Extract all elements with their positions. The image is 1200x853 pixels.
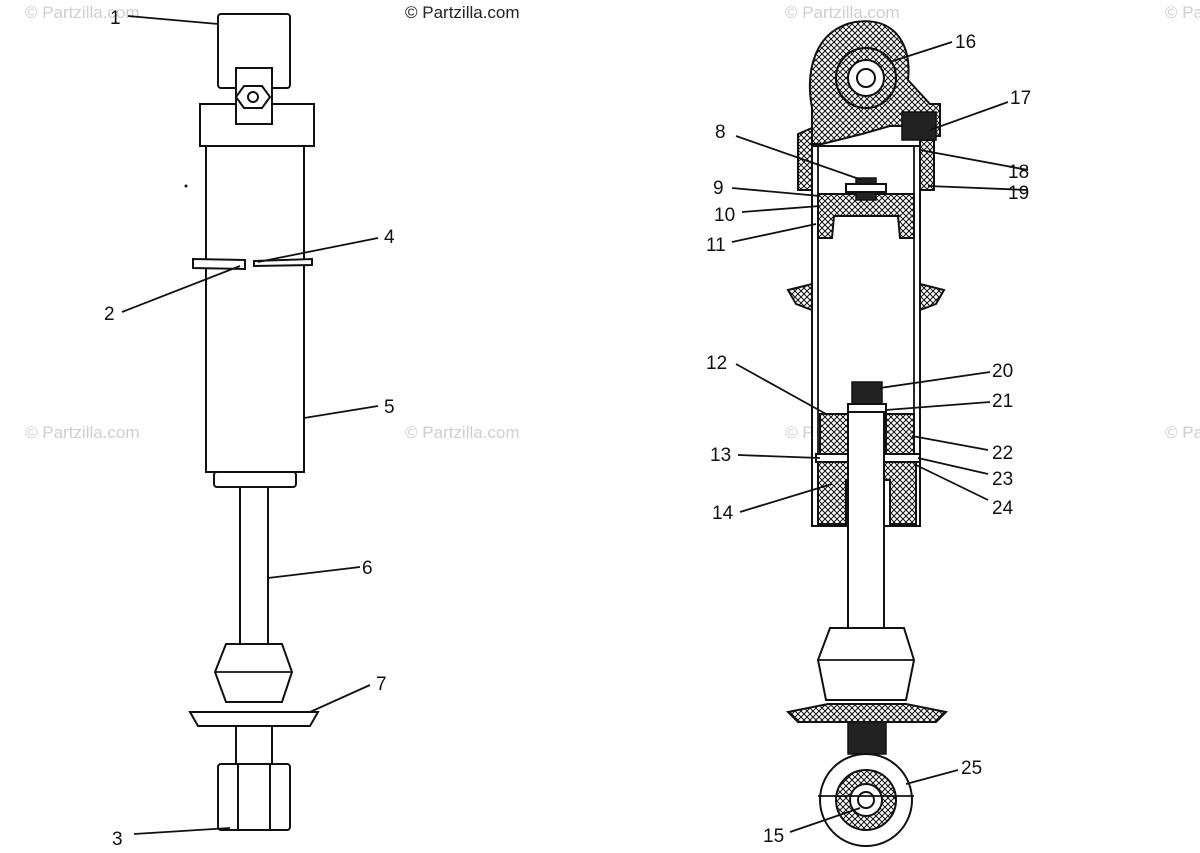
valve-retainer bbox=[845, 183, 887, 193]
callout-11: 11 bbox=[706, 235, 726, 256]
leader-line bbox=[133, 827, 231, 835]
callout-9: 9 bbox=[713, 178, 724, 199]
leader-line bbox=[735, 135, 863, 181]
cap-flange-right bbox=[919, 139, 935, 191]
leader-line bbox=[735, 363, 827, 415]
shock-body bbox=[205, 145, 305, 473]
leader-line bbox=[737, 454, 821, 459]
floating-piston bbox=[817, 193, 915, 239]
leader-line bbox=[911, 435, 989, 451]
left-callouts: 1 2 3 4 5 6 7 bbox=[104, 8, 395, 850]
callout-7: 7 bbox=[376, 674, 387, 695]
callout-24: 24 bbox=[992, 498, 1014, 519]
callout-4: 4 bbox=[384, 227, 395, 248]
callout-14: 14 bbox=[712, 503, 734, 524]
callout-15: 15 bbox=[763, 826, 784, 847]
lower-stem bbox=[235, 725, 273, 765]
callout-20: 20 bbox=[992, 361, 1013, 382]
left-leader-lines bbox=[121, 15, 379, 835]
watermark: © Partzilla.com bbox=[25, 3, 140, 22]
piston-nut bbox=[851, 381, 883, 405]
watermark: © Partzilla.com bbox=[785, 3, 900, 22]
leader-line bbox=[731, 187, 821, 197]
bottom-eye-bushing bbox=[237, 763, 271, 831]
spring-seat-lug-left bbox=[786, 282, 813, 312]
callout-12: 12 bbox=[706, 353, 727, 374]
callout-8: 8 bbox=[715, 122, 726, 143]
leader-line bbox=[879, 371, 991, 389]
spring-seat-lug-right bbox=[919, 282, 946, 312]
leader-line bbox=[789, 807, 861, 833]
lower-spring-seat-section bbox=[785, 703, 949, 723]
callout-17: 17 bbox=[1010, 88, 1031, 109]
top-bearing-bore bbox=[856, 68, 876, 88]
leader-line bbox=[121, 265, 241, 313]
watermark: © Partzilla.com bbox=[405, 3, 520, 22]
callout-16: 16 bbox=[955, 32, 976, 53]
shock-cross-section-view bbox=[785, 20, 949, 847]
spring-collar bbox=[192, 257, 246, 271]
leader-line bbox=[889, 41, 953, 63]
watermark: © Partzilla.com bbox=[1165, 423, 1200, 442]
leader-line bbox=[731, 223, 817, 243]
stray-mark bbox=[184, 184, 188, 188]
callout-23: 23 bbox=[992, 469, 1013, 490]
leader-line bbox=[927, 185, 1029, 191]
callout-22: 22 bbox=[992, 443, 1013, 464]
watermark: © Partzilla.com bbox=[25, 423, 140, 442]
lower-spring-seat bbox=[188, 711, 320, 727]
leader-line bbox=[309, 684, 371, 713]
watermark-layer: © Partzilla.com © Partzilla.com © Partzi… bbox=[25, 3, 1200, 442]
shock-exterior-view bbox=[188, 13, 320, 831]
lower-bumper bbox=[816, 627, 916, 701]
leader-line bbox=[885, 401, 991, 411]
piston-rod bbox=[239, 486, 269, 646]
lower-stem-thread bbox=[847, 721, 887, 755]
bump-stop bbox=[213, 643, 294, 703]
callout-19: 19 bbox=[1008, 183, 1029, 204]
seal-head bbox=[817, 461, 917, 525]
piston-shaft bbox=[847, 411, 885, 633]
callout-6: 6 bbox=[362, 558, 373, 579]
watermark: © Partzilla.com bbox=[1165, 3, 1200, 22]
leader-line bbox=[929, 101, 1009, 131]
callout-2: 2 bbox=[104, 304, 115, 325]
callout-1: 1 bbox=[110, 8, 121, 29]
callout-13: 13 bbox=[710, 445, 731, 466]
leader-line bbox=[741, 205, 821, 213]
leader-line bbox=[917, 457, 989, 475]
top-nut-hole bbox=[247, 91, 259, 103]
callout-21: 21 bbox=[992, 391, 1013, 412]
leader-line bbox=[257, 237, 379, 263]
leader-line bbox=[303, 405, 379, 419]
callout-10: 10 bbox=[714, 205, 735, 226]
lower-eye-bore bbox=[857, 791, 875, 809]
snap-ring bbox=[253, 257, 313, 268]
callout-3: 3 bbox=[112, 829, 123, 850]
leader-line bbox=[905, 769, 959, 785]
body-bottom-seal bbox=[213, 471, 297, 488]
leader-line bbox=[739, 483, 833, 513]
right-leader-lines bbox=[731, 41, 1029, 833]
leader-line bbox=[267, 566, 361, 579]
leader-line bbox=[919, 149, 1029, 171]
fill-valve bbox=[901, 111, 937, 141]
callout-5: 5 bbox=[384, 397, 395, 418]
watermark: © Partzilla.com bbox=[405, 423, 520, 442]
piston-washer bbox=[847, 403, 887, 413]
callout-25: 25 bbox=[961, 758, 982, 779]
leader-line bbox=[913, 463, 989, 501]
callout-18: 18 bbox=[1008, 162, 1029, 183]
leader-line bbox=[127, 15, 219, 25]
right-callouts: 8 9 10 11 12 13 14 15 16 17 18 19 20 21 … bbox=[706, 32, 1031, 847]
